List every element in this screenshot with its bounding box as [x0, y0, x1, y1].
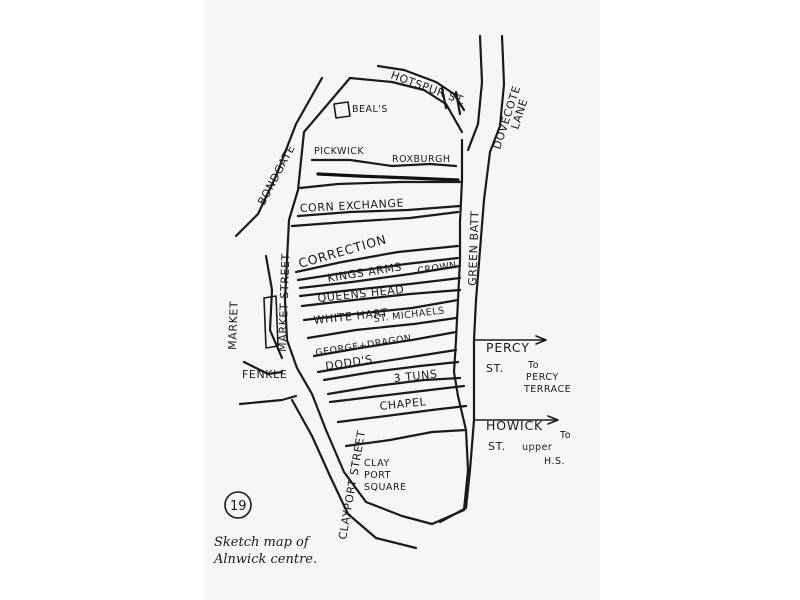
clayport-west-line [290, 398, 418, 550]
clayport-square-label-3: SQUARE [364, 482, 407, 493]
clayport-square-label-1: CLAY [364, 458, 390, 469]
beals-plot [333, 101, 351, 119]
pickwick-label: PICKWICK [314, 146, 364, 157]
to-percy-label-3: TERRACE [523, 384, 571, 395]
correction-top [290, 210, 460, 228]
to-percy-label-1: To [527, 360, 539, 371]
howick-st-label: ST. [488, 440, 506, 453]
roxburgh-heavy-line [316, 172, 460, 182]
dovecote-lane-east [488, 34, 506, 154]
george-dragon-bottom [312, 330, 458, 358]
figure-number: 19 [230, 499, 247, 514]
corn-exchange-bottom [296, 204, 462, 218]
queens-head-line [298, 276, 462, 298]
main-block-west-edge [283, 76, 434, 526]
queens-head-bottom [300, 288, 462, 308]
dodds-bottom [316, 348, 458, 374]
clayport-square-label-2: PORT [364, 470, 391, 481]
to-upper-label-3: H.S. [544, 456, 565, 467]
caption-line-1: Sketch map of [214, 535, 311, 550]
hotspur-gate-line-2 [454, 90, 462, 116]
market-island [263, 295, 279, 349]
chapel-top [328, 384, 466, 404]
queens-head-label: QUEENS HEAD [317, 283, 405, 305]
green-batt-label: GREEN BATT [466, 210, 482, 286]
to-upper-label-2: upper [522, 442, 552, 453]
three-tuns-bottom [326, 376, 462, 396]
three-tuns-label: 3 TUNS [393, 367, 438, 385]
dovecote-lane-west [466, 34, 484, 152]
bondgate-label: BONDGATE [255, 143, 298, 208]
hotspur-street-label: HOTSPUR ST. [389, 69, 468, 108]
st-michaels-bottom [306, 316, 458, 340]
market-label: MARKET [226, 301, 241, 351]
white-hart-bottom [302, 298, 460, 322]
to-upper-label-1: To [559, 430, 571, 441]
howick-label: HOWICK [486, 418, 543, 433]
market-west-upper [264, 254, 284, 360]
three-tuns-top [322, 360, 460, 382]
howick-arrow-head [547, 415, 559, 425]
market-street-label: MARKET STREET [276, 253, 292, 352]
clayport-square-top [344, 428, 468, 448]
kings-arms-line [296, 256, 460, 282]
roxburgh-label: ROXBURGH [392, 154, 451, 165]
fenkle-label: FENKLE [242, 368, 287, 381]
pickwick-roxburgh-plot [310, 158, 458, 168]
beals-label: BEAL'S [352, 104, 388, 115]
block-east-edge [430, 138, 470, 526]
fenkle-lower-line [238, 394, 298, 406]
paper-sheet [204, 0, 600, 600]
chapel-bottom [336, 404, 468, 424]
corn-exchange-label: CORN EXCHANGE [299, 197, 404, 215]
corn-exchange-top [298, 180, 462, 190]
market-west-lower [242, 360, 284, 376]
percy-label: PERCY [486, 340, 530, 355]
bondgate-west-line [234, 76, 324, 238]
hotspur-gate-line-1 [440, 86, 448, 110]
percy-st-label: ST. [486, 362, 504, 375]
crown-line [298, 264, 462, 290]
to-percy-label-2: PERCY [526, 372, 559, 383]
chapel-label: CHAPEL [379, 395, 427, 413]
figure-number-circle [224, 491, 252, 519]
hotspur-block-top [348, 76, 464, 134]
caption-line-2: Alnwick centre. [213, 552, 317, 567]
correction-bottom [294, 244, 460, 274]
percy-arrow-head [535, 335, 547, 345]
